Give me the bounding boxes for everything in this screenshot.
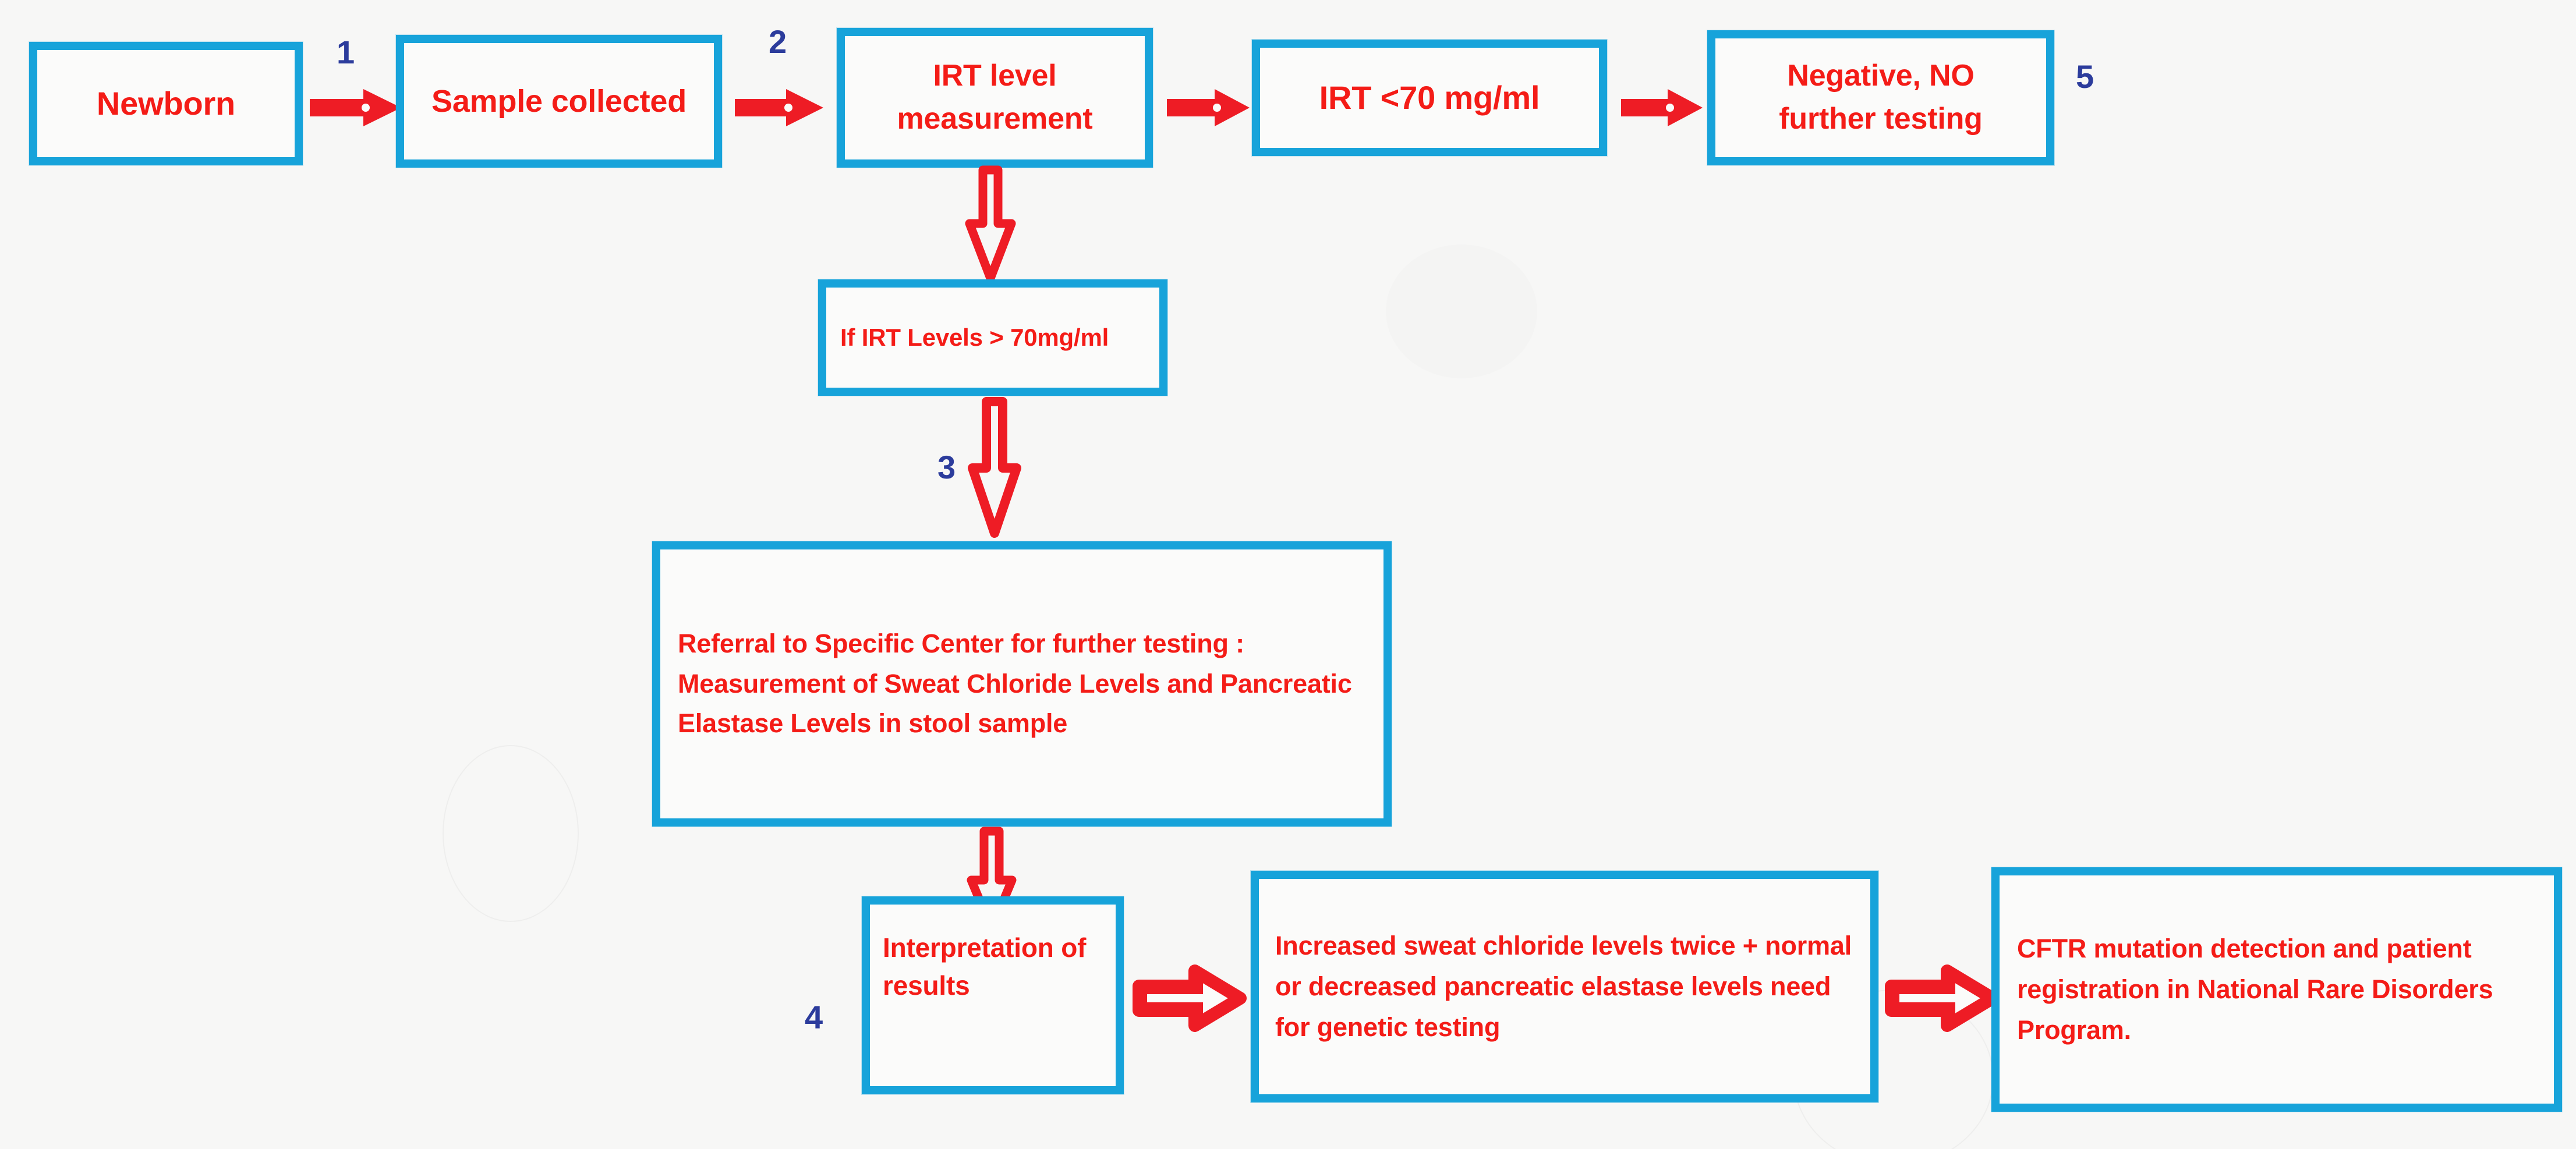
step-number-3: 3	[937, 449, 956, 485]
node-irt-level-measurement-line2: measurement	[897, 102, 1093, 136]
background-watermark	[443, 745, 579, 922]
node-irt-below-70-label: IRT <70 mg/ml	[1319, 79, 1540, 116]
node-irt-level-measurement[interactable]: IRT level measurement	[837, 28, 1153, 168]
node-newborn[interactable]: Newborn	[29, 42, 303, 165]
node-interpretation-of-results[interactable]: Interpretation of results	[862, 896, 1124, 1094]
node-irt-level-measurement-line1: IRT level	[933, 59, 1057, 93]
arrow-irt-below-70-to-negative	[1619, 86, 1705, 129]
step-number-4: 4	[805, 999, 823, 1035]
step-number-2: 2	[769, 23, 787, 60]
node-if-irt-above-70[interactable]: If IRT Levels > 70mg/ml	[818, 279, 1167, 396]
arrow-newborn-to-sample	[307, 86, 404, 129]
arrow-if-irt-above-70-to-referral	[967, 397, 1022, 538]
arrow-sweat-chloride-to-cftr	[1885, 964, 1999, 1032]
node-negative-line2: further testing	[1779, 102, 1983, 136]
step-number-5: 5	[2076, 58, 2094, 95]
node-negative-no-further-testing[interactable]: Negative, NO further testing	[1707, 30, 2054, 165]
node-negative-line1: Negative, NO	[1787, 59, 1975, 93]
node-sample-collected[interactable]: Sample collected	[396, 35, 722, 168]
node-sample-collected-label: Sample collected	[431, 83, 687, 119]
node-increased-sweat-chloride[interactable]: Increased sweat chloride levels twice + …	[1251, 871, 1878, 1102]
node-cftr-mutation[interactable]: CFTR mutation detection and patient regi…	[1991, 867, 2562, 1112]
arrow-sample-to-irt-measurement	[733, 86, 826, 129]
background-watermark	[1386, 244, 1537, 378]
arrow-irt-measurement-to-if-irt-above-70	[964, 165, 1017, 283]
node-interpretation-of-results-label: Interpretation of results	[883, 932, 1087, 1001]
arrow-interpretation-to-sweat-chloride	[1133, 964, 1247, 1032]
node-cftr-mutation-label: CFTR mutation detection and patient regi…	[2017, 934, 2493, 1045]
node-if-irt-above-70-label: If IRT Levels > 70mg/ml	[840, 324, 1109, 352]
node-referral[interactable]: Referral to Specific Center for further …	[652, 541, 1392, 827]
node-irt-level-measurement-label: IRT level measurement	[853, 55, 1137, 141]
step-number-1: 1	[337, 34, 355, 70]
node-negative-no-further-testing-label: Negative, NO further testing	[1724, 55, 2038, 141]
node-referral-label: Referral to Specific Center for further …	[678, 629, 1352, 739]
node-increased-sweat-chloride-label: Increased sweat chloride levels twice + …	[1275, 931, 1852, 1042]
node-irt-below-70[interactable]: IRT <70 mg/ml	[1252, 40, 1607, 156]
node-newborn-label: Newborn	[96, 85, 236, 122]
arrow-irt-measurement-to-irt-below-70	[1165, 86, 1252, 129]
